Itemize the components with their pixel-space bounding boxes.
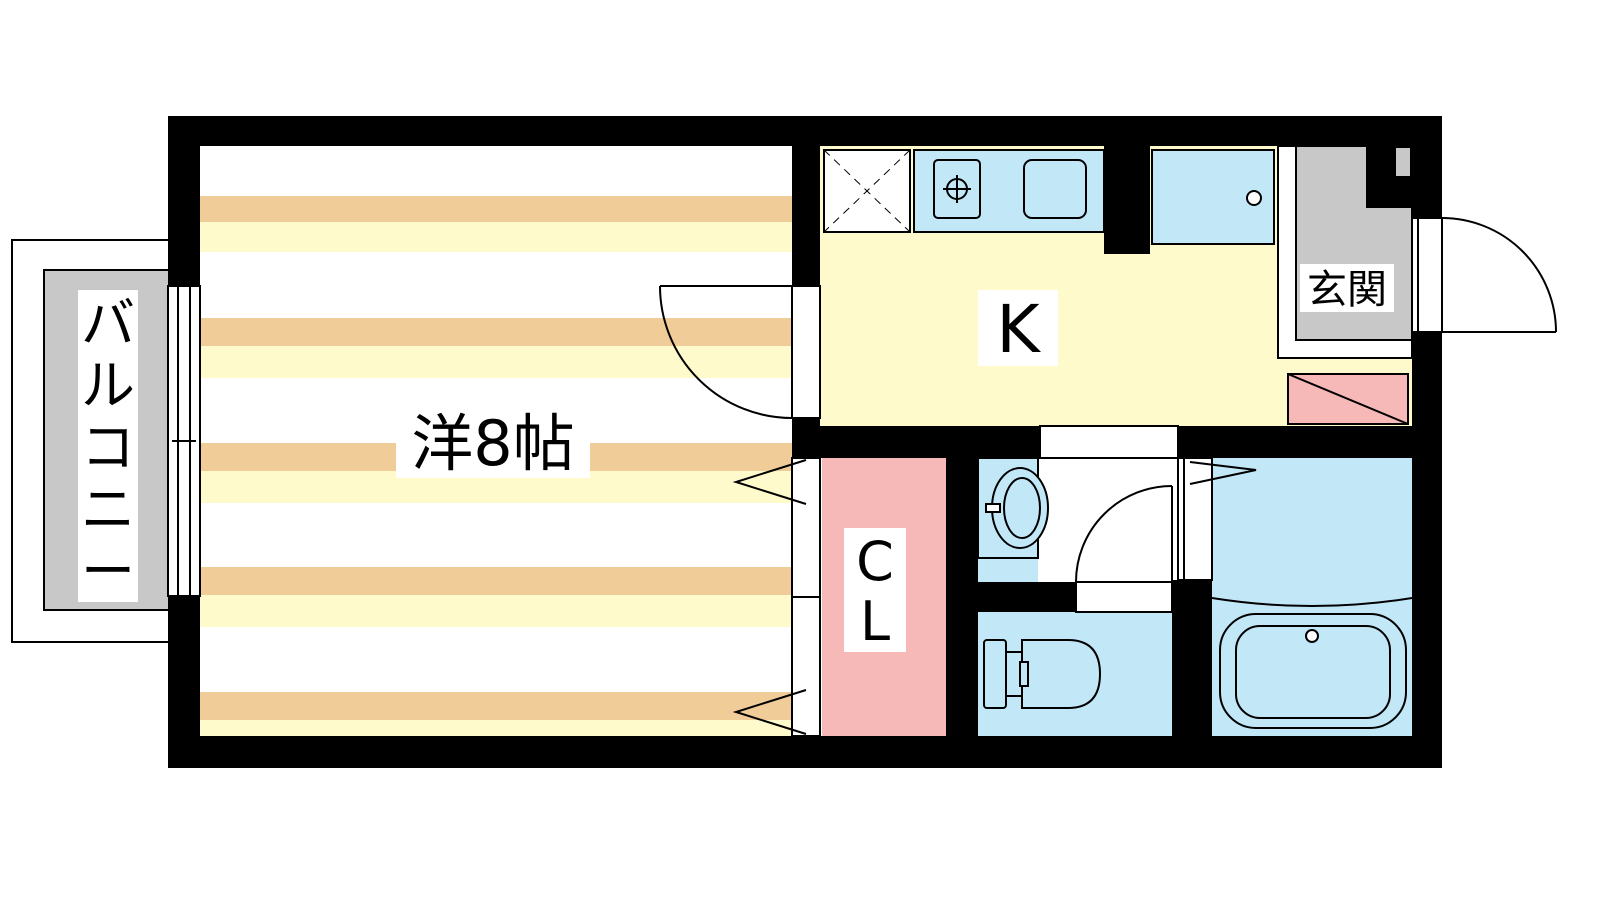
- wall-closet-right: [946, 458, 978, 736]
- door-washroom: [1039, 425, 1179, 459]
- balcony: [11, 239, 173, 643]
- bathtub-inner-icon: [1235, 625, 1391, 719]
- door-swing-arc: [1441, 217, 1557, 333]
- balcony-label-char: ニ: [81, 478, 135, 541]
- western-room-label-bg: [396, 402, 590, 478]
- balcony-label-char: バ: [81, 292, 135, 355]
- closet-doors: [732, 457, 821, 737]
- door-entrance: [1411, 217, 1557, 333]
- closet-label-bg: [844, 528, 906, 652]
- door-frame: [1075, 581, 1173, 613]
- kitchen-label: K: [996, 291, 1041, 368]
- closet-label-l: L: [860, 590, 890, 653]
- washbasin-bowl-icon: [1003, 477, 1041, 539]
- floor-stripe: [200, 692, 792, 720]
- kitchen-counter: [823, 146, 1275, 254]
- door-frame: [791, 285, 821, 419]
- wall-right-lower: [1412, 332, 1442, 768]
- floor-stripe: [200, 567, 792, 595]
- kitchen-sink: [1023, 159, 1087, 219]
- wall-kitchen-bottom-right: [1178, 426, 1412, 458]
- shoe-box-diagonal: [1287, 373, 1409, 425]
- door-western-room: [659, 285, 821, 419]
- bath-drain-icon: [1305, 629, 1319, 643]
- door-frame: [1411, 217, 1443, 333]
- wall-top: [168, 116, 1442, 146]
- bath-step-curve: [1211, 597, 1413, 607]
- balcony-label-char: ー: [81, 540, 135, 603]
- drain-icon: [1246, 190, 1262, 206]
- labels: 洋8帖 K C L 玄関 バ ル コ ニ ー: [81, 264, 1394, 653]
- wall-partition-upper: [792, 146, 820, 286]
- kitchen-wall-pillar: [1104, 146, 1150, 254]
- faucet-icon: [985, 503, 1001, 513]
- wall-left-lower: [168, 596, 200, 768]
- wall-right-upper: [1412, 116, 1442, 218]
- floor-stripe-light: [200, 720, 792, 736]
- wall-bottom: [168, 736, 1442, 768]
- floor-stripe: [200, 318, 792, 346]
- toilet-tank-icon: [983, 639, 1007, 709]
- door-swing-arc: [1075, 485, 1173, 583]
- wall-wash-bath-lower: [1172, 580, 1212, 736]
- door-swing-arc: [659, 285, 793, 419]
- fridge-space-cross: [823, 149, 911, 233]
- shoe-box: [1287, 373, 1409, 425]
- folding-door-icon: [732, 689, 807, 735]
- wall-left-upper: [168, 116, 200, 286]
- floor-stripe-light: [200, 346, 792, 378]
- balcony-label-bg: [78, 290, 138, 602]
- wet-area: [977, 457, 1413, 736]
- wall-kitchen-bottom-left: [820, 426, 1040, 458]
- entrance-label: 玄関: [1307, 267, 1387, 313]
- closet-label-c: C: [856, 530, 894, 593]
- entrance-pillar-notch: [1396, 148, 1410, 176]
- balcony-label-char: ル: [81, 354, 135, 417]
- floor-stripe: [200, 196, 792, 222]
- toilet-seat-knob: [1019, 661, 1029, 687]
- entrance: [1277, 145, 1413, 359]
- folding-door-icon: [732, 459, 807, 505]
- wall-partition-mid: [792, 418, 820, 458]
- toilet-icon: [1021, 639, 1102, 709]
- balcony-label-char: コ: [81, 416, 135, 479]
- folding-door-icon: [1189, 461, 1257, 485]
- wall-wash-toilet: [978, 582, 1076, 612]
- door-bathroom: [1177, 457, 1257, 581]
- western-room-label: 洋8帖: [411, 407, 574, 480]
- door-toilet: [1075, 485, 1173, 613]
- door-frame: [1039, 425, 1179, 459]
- window-balcony: [167, 285, 201, 597]
- entrance-label-bg: [1300, 264, 1394, 312]
- kitchen-label-bg: [978, 290, 1058, 366]
- floor-stripe-light: [200, 222, 792, 252]
- floor-stripe-light: [200, 595, 792, 627]
